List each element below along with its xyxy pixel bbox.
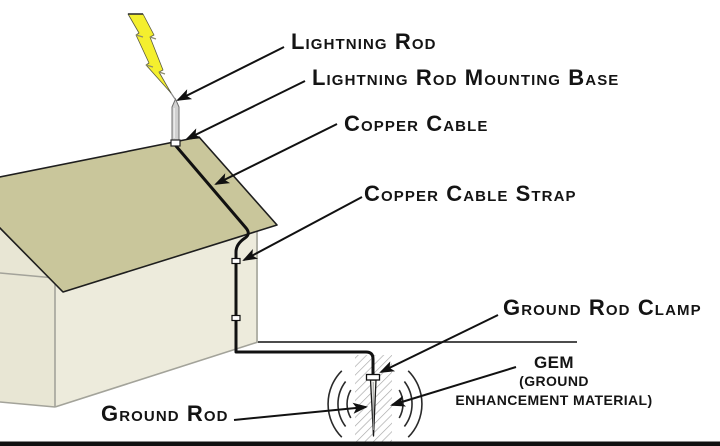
cable-strap-lower bbox=[231, 314, 241, 322]
front-wall-bottom-edge bbox=[54, 341, 259, 408]
label-ground-rod: Ground Rod bbox=[101, 401, 229, 426]
lightning-bolt-notch-shade bbox=[158, 71, 166, 75]
label-gem-detail-line: (GROUND bbox=[519, 373, 589, 390]
arrow-gem bbox=[390, 366, 517, 407]
roof bbox=[0, 136, 278, 293]
label-gem-title: GEM bbox=[534, 352, 574, 372]
cable-strap-upper bbox=[231, 257, 241, 265]
rod-mounting-base bbox=[170, 139, 181, 147]
side-wall bbox=[0, 205, 64, 407]
ground-wave-arc-left-inner bbox=[346, 389, 352, 419]
label-copper-cable: Copper Cable bbox=[344, 110, 489, 136]
copper-cable bbox=[174, 144, 375, 377]
side-wall-bottom-edge bbox=[0, 401, 56, 408]
arrow-ground-rod bbox=[233, 402, 368, 421]
ground-rod-clamp bbox=[365, 373, 381, 381]
side-wall-top-edge bbox=[0, 272, 56, 279]
ground-wave-arc-left-middle bbox=[337, 381, 347, 427]
ground-wave-arc-left-outer bbox=[327, 370, 343, 438]
label-lightning-rod: Lightning Rod bbox=[291, 29, 437, 54]
label-lightning-rod-mounting-base: Lightning Rod Mounting Base bbox=[312, 64, 620, 90]
arrow-lightning-rod-mounting-base bbox=[185, 80, 306, 140]
lightning-bolt-notch-shade bbox=[149, 36, 157, 40]
arrow-ground-rod-clamp bbox=[379, 314, 499, 373]
arrow-copper-cable bbox=[214, 123, 338, 185]
lightning-bolt-notch-shade bbox=[145, 64, 154, 68]
lightning-rod bbox=[171, 97, 180, 141]
label-ground-rod-clamp: Ground Rod Clamp bbox=[503, 294, 702, 320]
ground-wave-arc-right-outer bbox=[407, 370, 423, 438]
bottom-border bbox=[0, 441, 720, 446]
label-copper-cable-strap: Copper Cable Strap bbox=[364, 181, 577, 206]
arrow-lightning-rod bbox=[176, 46, 285, 101]
ground-wave-arc-right-middle bbox=[403, 381, 413, 427]
label-gem-detail-line: ENHANCEMENT MATERIAL) bbox=[455, 391, 653, 408]
lightning-bolt-notch-shade bbox=[135, 34, 144, 38]
arrow-copper-cable-strap bbox=[242, 196, 363, 261]
